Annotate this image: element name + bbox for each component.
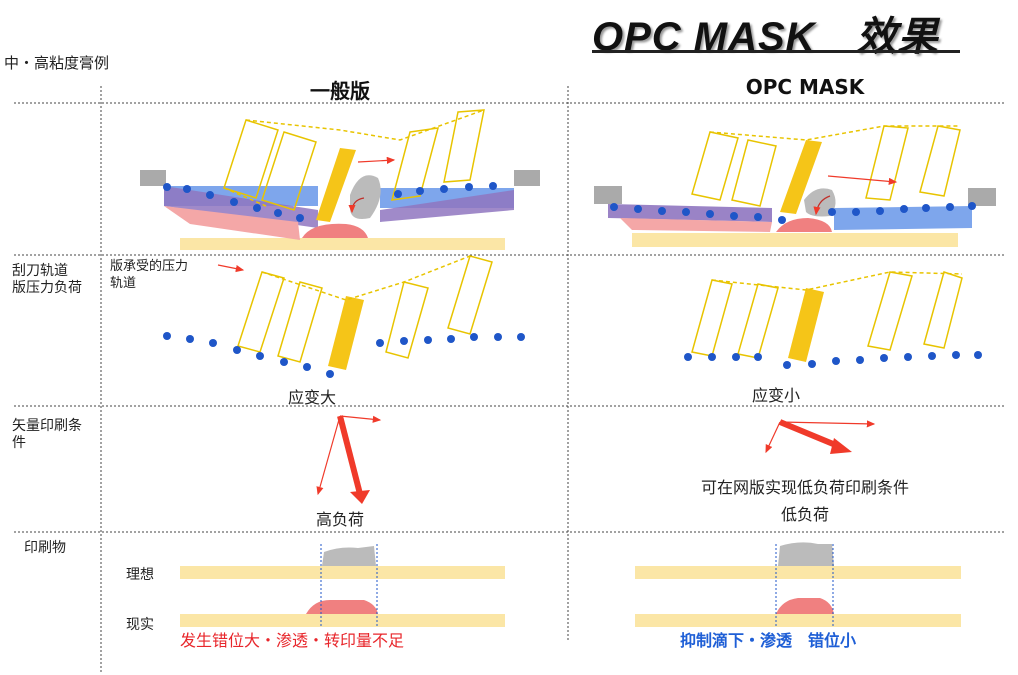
high-load-label: 高负荷: [315, 510, 364, 529]
substrate-bar: [632, 233, 958, 247]
annotation-line: 轨道: [110, 276, 137, 291]
strain-large-label: 应变大: [287, 388, 336, 407]
resultant-vector: [337, 415, 363, 495]
pink-region: [164, 206, 300, 240]
blue-region: [834, 206, 972, 230]
paste-red: [776, 218, 832, 232]
screen-dots: [610, 202, 976, 224]
vertical-vector: [765, 421, 781, 454]
real-paste: [776, 598, 834, 614]
low-load-line: 可在网版实现低负荷印刷条件: [700, 478, 909, 497]
squeegee-blade: [328, 296, 364, 370]
frame-block: [594, 186, 622, 204]
annotation-arrow: [217, 264, 245, 273]
substrate-bar: [180, 238, 505, 250]
opc-cross-section: [594, 125, 996, 247]
general-result-text: 发生错位大・渗透・转印量不足: [180, 631, 405, 650]
row-label-line: 版压力负荷: [12, 280, 82, 296]
squeegee-blade: [788, 288, 824, 362]
squeegee-outlines: [223, 109, 485, 211]
frame-block: [968, 188, 996, 206]
strain-small-label: 应变小: [751, 386, 800, 405]
squeegee-blade: [780, 140, 822, 214]
ideal-paste: [778, 542, 834, 566]
row-label-vector: 矢量印刷条 件: [12, 418, 82, 452]
pressure-annotation: 版承受的压力 轨道: [110, 258, 188, 292]
opc-result-text: 抑制滴下・渗透 错位小: [680, 631, 857, 650]
track-dots: [684, 351, 982, 369]
general-print-results: [180, 544, 505, 627]
paste-gray: [350, 175, 381, 219]
row-label-line: 矢量印刷条: [12, 418, 82, 434]
roll-arrow: [813, 195, 831, 216]
paste-gray: [804, 188, 836, 217]
squeegee-outlines: [691, 271, 963, 359]
row-label-print: 印刷物: [24, 540, 66, 556]
frame-block: [140, 170, 166, 186]
pink-region: [620, 218, 772, 232]
column-header-opc: OPC MASK: [745, 75, 865, 99]
ideal-label-left: 理想: [126, 567, 154, 583]
purple-region: [164, 186, 318, 228]
low-load-caption: 可在网版实现低负荷印刷条件 低负荷: [660, 474, 950, 528]
annotation-line: 版承受的压力: [110, 259, 189, 274]
general-cross-section: [140, 109, 540, 250]
subtitle: 中・高粘度膏例: [4, 54, 110, 72]
motion-arrow: [357, 156, 396, 164]
column-header-general: 一般版: [310, 79, 370, 103]
real-paste: [306, 600, 378, 614]
roll-arrow: [348, 197, 365, 214]
row-label-line: 刮刀轨道: [12, 263, 68, 279]
low-load-line: 低负荷: [780, 505, 829, 524]
row-label-line: 件: [12, 435, 26, 451]
horizontal-vector: [779, 420, 876, 428]
purple-region: [380, 190, 514, 222]
squeegee-outlines: [237, 255, 493, 363]
opc-track: [684, 271, 982, 369]
horizontal-vector: [339, 415, 382, 423]
row-label-squeegee-track: 刮刀轨道 版压力负荷: [12, 263, 82, 297]
vertical-vector: [316, 415, 341, 496]
general-vectors: [316, 415, 382, 504]
substrate-bar: [635, 566, 961, 579]
substrate-bar: [180, 614, 505, 627]
opc-vectors: [765, 419, 876, 454]
frame-block: [514, 170, 540, 186]
opc-print-results: [635, 542, 961, 627]
resultant-vector: [778, 419, 840, 449]
real-label-left: 现实: [126, 617, 154, 633]
squeegee-blade: [316, 148, 356, 222]
general-track: [163, 255, 525, 378]
ideal-paste: [322, 546, 376, 566]
title-underline: [592, 50, 960, 53]
screen-dots: [163, 182, 497, 222]
track-dots: [163, 332, 525, 378]
substrate-bar: [180, 566, 505, 579]
squeegee-outlines: [691, 125, 961, 207]
substrate-bar: [635, 614, 961, 627]
grid-lines: [14, 86, 1005, 672]
motion-arrow: [827, 175, 898, 185]
paste-red: [302, 223, 368, 238]
